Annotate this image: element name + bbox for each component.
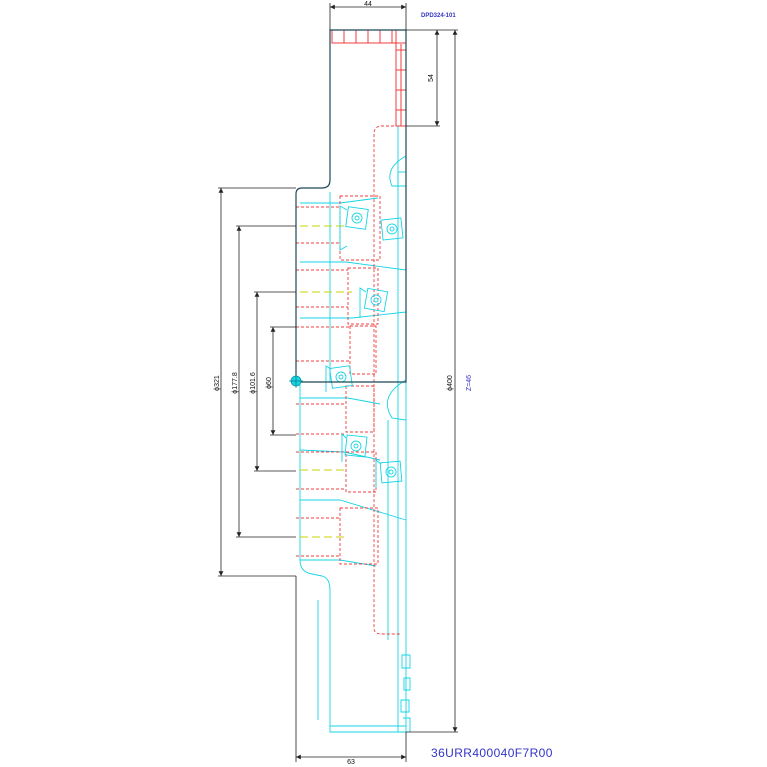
part-number-label: DPD324-101 bbox=[421, 13, 456, 19]
dimension-outer-diameter-label: ϕ400 bbox=[447, 375, 454, 391]
teeth-count-label: Z=46 bbox=[466, 375, 473, 391]
insert-5 bbox=[344, 434, 368, 458]
top-hatched-shoulder bbox=[331, 29, 407, 127]
dimension-diameter-177-8-label: ϕ177.8 bbox=[232, 372, 239, 394]
pocket-6 bbox=[339, 507, 379, 565]
top-notch-key bbox=[397, 171, 407, 187]
mid-notch bbox=[386, 379, 407, 421]
shoulder-top-band bbox=[331, 29, 407, 44]
insert-seat-lines bbox=[325, 205, 382, 488]
insert-centerlines bbox=[300, 225, 352, 538]
pocket-2 bbox=[347, 267, 379, 325]
cutting-inserts bbox=[325, 205, 404, 488]
main-profile-outline bbox=[295, 29, 407, 383]
dimension-diameter-60-label: ϕ60 bbox=[266, 377, 273, 389]
insert-pockets bbox=[296, 125, 404, 635]
dimension-top-width-label: 44 bbox=[364, 1, 372, 8]
pocket-4 bbox=[345, 385, 375, 433]
dimension-outer-diameter: ϕ400 bbox=[406, 29, 458, 733]
dimension-bottom-width: 63 bbox=[295, 576, 407, 766]
tool-code-block: 36URR400040F7R00 bbox=[431, 746, 553, 760]
tool-code-label: 36URR400040F7R00 bbox=[431, 746, 553, 760]
top-notch bbox=[389, 155, 407, 187]
dimension-top-width: 44 bbox=[329, 1, 407, 30]
dimension-bottom-width-label: 63 bbox=[347, 759, 355, 766]
insert-3 bbox=[363, 287, 389, 313]
insert-6 bbox=[379, 460, 403, 484]
pocket-outer-recess bbox=[373, 125, 404, 635]
insert-1 bbox=[345, 206, 369, 230]
dimension-diameter-321-label: ϕ321 bbox=[214, 375, 221, 391]
pocket-guide-lines bbox=[296, 206, 350, 557]
insert-2 bbox=[380, 217, 404, 241]
dimension-diameter-321: ϕ321 bbox=[214, 187, 296, 577]
center-marker bbox=[289, 374, 303, 388]
shoulder-hatch-lines bbox=[343, 30, 393, 43]
dimension-top-depth-label: 54 bbox=[428, 74, 435, 82]
insert-4 bbox=[329, 365, 353, 389]
shoulder-column-hatch bbox=[396, 44, 406, 126]
body-inner-lines bbox=[317, 126, 399, 732]
dimension-top-depth: 54 bbox=[406, 29, 458, 127]
dimension-diameter-101-6-label: ϕ101.6 bbox=[250, 372, 257, 394]
bottom-edge-details bbox=[330, 654, 411, 732]
dimension-diameter-60: ϕ60 bbox=[266, 326, 296, 436]
body-lower-outline bbox=[299, 382, 407, 733]
dimension-diameter-101-6: ϕ101.6 bbox=[250, 291, 296, 472]
pocket-3 bbox=[349, 325, 377, 375]
dimension-diameter-177-8: ϕ177.8 bbox=[232, 225, 296, 538]
